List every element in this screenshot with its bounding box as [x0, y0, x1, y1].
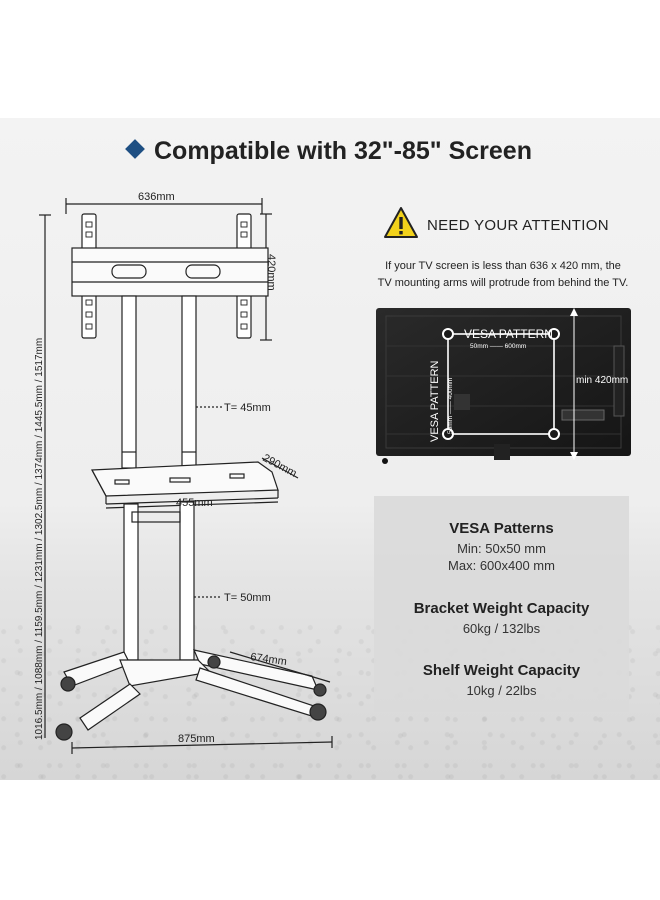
warning-icon	[384, 207, 418, 238]
title-text: Compatible with 32"-85" Screen	[154, 137, 532, 165]
note-line-2: TV mounting arms will protrude from behi…	[377, 277, 629, 289]
note-line-1: If your TV screen is less than 636 x 420…	[385, 260, 621, 272]
height-options-label: 1016.5mm / 1088mm / 1159.5mm / 1231mm / …	[34, 338, 45, 740]
page-title: Compatible with 32"-85" Screen	[0, 137, 660, 166]
attention-title: NEED YOUR ATTENTION	[427, 217, 609, 234]
attention-header: NEED YOUR ATTENTION	[383, 206, 628, 244]
min-height-label: min 420mm	[576, 375, 628, 386]
spec-bracket: Bracket Weight Capacity 60kg / 132lbs	[374, 600, 629, 636]
spec-value: 60kg / 132lbs	[462, 621, 541, 636]
spec-value: Min: 50x50 mm	[457, 541, 546, 556]
vesa-range-vertical: 50mm —— 400mm	[447, 378, 454, 434]
tube-bottom-label: T= 50mm	[224, 592, 271, 604]
vesa-label: VESA PATTERN	[464, 327, 553, 341]
vesa-range-horizontal: 50mm —— 600mm	[470, 343, 526, 350]
specs-panel: VESA Patterns Min: 50x50 mm Max: 600x400…	[374, 496, 629, 712]
height-top-label: 420mm	[265, 254, 277, 291]
spec-shelf: Shelf Weight Capacity 10kg / 22lbs	[374, 662, 629, 698]
width-top-label: 636mm	[138, 191, 175, 203]
spec-heading: Bracket Weight Capacity	[413, 600, 590, 617]
spec-value: 10kg / 22lbs	[466, 683, 537, 698]
spec-value: Max: 600x400 mm	[448, 558, 555, 573]
vesa-label-vertical: VESA PATTERN	[429, 360, 441, 442]
tv-back-diagram: VESA PATTERN 50mm —— 600mm VESA PATTERN …	[376, 308, 631, 464]
base-depth-label: 674mm	[250, 651, 288, 668]
spec-heading: Shelf Weight Capacity	[422, 662, 581, 679]
base-width-label: 875mm	[178, 733, 215, 745]
attention-note: If your TV screen is less than 636 x 420…	[372, 258, 634, 292]
spec-vesa: VESA Patterns Min: 50x50 mm Max: 600x400…	[374, 520, 629, 573]
spec-heading: VESA Patterns	[449, 520, 554, 537]
shelf-width-label: 455mm	[176, 497, 213, 509]
tube-top-label: T= 45mm	[224, 402, 271, 414]
